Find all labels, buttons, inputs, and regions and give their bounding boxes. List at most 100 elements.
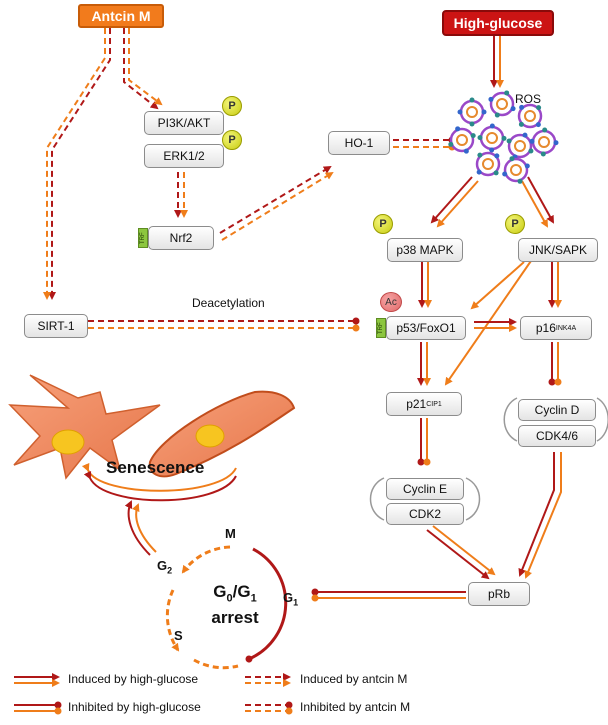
ros-atom [504,90,510,96]
ros-atom [540,151,546,157]
ros-atom [518,121,524,127]
senescent-cells [8,374,296,480]
ros-molecule-core [486,132,498,144]
legend-inhibited-glucose: Inhibited by high-glucose [68,700,201,714]
ros-molecule [449,127,475,153]
cyclin-d-node: Cyclin D [518,399,596,421]
ros-atom [494,112,500,118]
ros-molecule-core [466,106,478,118]
ros-atom [502,171,508,177]
senescence-label: Senescence [106,458,205,477]
ros-atom [535,122,541,128]
ros-atom [469,97,475,103]
ros-atom [522,132,528,138]
phospho-badge-jnk: P [505,214,525,234]
ros-atom [463,148,469,154]
cyclin-brackets [369,397,608,521]
ros-molecule [489,91,515,117]
ros-atom [529,138,535,144]
p21-superscript: CIP1 [426,400,442,408]
trf-tag-p53: TRF [376,318,386,338]
ros-atom [519,104,525,110]
ros-molecule [479,125,505,151]
ros-molecule [475,151,501,177]
ros-atom [455,126,461,132]
ros-molecule [531,129,557,155]
ros-molecule [459,99,485,125]
ros-atom [509,156,515,162]
glucose-arrows [124,36,562,602]
ho1-node: HO-1 [328,131,390,155]
nrf2-node: Nrf2 [148,226,214,250]
antcin-m-box: Antcin M [78,4,164,28]
cdk2-node: CDK2 [386,503,464,525]
ros-atom [542,127,548,133]
ros-atom [457,109,463,115]
erk12-node: ERK1/2 [144,144,224,168]
ros-atom [476,169,482,175]
p16-main-text: p16 [535,321,556,335]
g1-sub: 1 [293,597,299,608]
ros-atom [536,105,542,111]
cycle-g: G [213,582,227,601]
ros-atom [517,178,523,184]
cell-nucleus-left [51,429,85,455]
g1-main: G [283,590,294,605]
ros-molecule [507,133,533,159]
cell-nucleus-right [195,424,225,448]
phospho-badge-pi3k: P [222,96,242,116]
pi3k-akt-node: PI3K/AKT [144,111,224,135]
p16-superscript: INK4A [555,324,577,332]
ros-molecule-core [524,110,536,122]
ros-molecule-core [538,136,550,148]
ros-atom [528,148,534,154]
deacetylation-label: Deacetylation [192,296,265,310]
ros-atom [506,138,512,144]
ros-atom [493,170,499,176]
sirt1-node: SIRT-1 [24,314,88,338]
cycle-center-label: G0/G1 arrest [190,582,280,628]
ros-cluster [448,90,559,184]
ros-atom [448,141,454,147]
ros-molecule-core [496,98,508,110]
ros-molecule-core [510,164,522,176]
cell-cycle [165,545,288,670]
senescent-cell-left [8,374,161,480]
ros-atom [489,123,495,129]
ros-atom [481,109,487,115]
g2-main: G [157,558,168,573]
phase-s-label: S [174,628,183,643]
cdk46-node: CDK4/6 [518,425,596,447]
ros-atom [501,135,507,141]
phase-g2-label: G2 [157,558,172,576]
ros-atom [489,147,495,153]
ros-molecule-core [514,140,526,152]
trf-tag-nrf2: TRF [138,228,148,248]
ros-atom [470,133,476,139]
senescence-arc [81,462,237,502]
phase-g1-label: G1 [283,590,298,608]
phospho-badge-erk: P [222,130,242,150]
prb-node: pRb [468,582,530,606]
ros-molecule [517,103,543,129]
ros-atom [510,106,516,112]
ros-molecule-core [482,158,494,170]
ros-label: ROS [515,92,542,106]
high-glucose-box: High-glucose [442,10,554,36]
legend-induced-glucose: Induced by high-glucose [68,672,199,686]
phase-m-label: M [225,526,236,541]
p38-mapk-node: p38 MAPK [387,238,463,262]
ros-atom [553,140,559,146]
ros-molecule-core [456,134,468,146]
ros-atom [477,152,483,158]
ros-atom [488,96,494,102]
legend-inhibited-antcin: Inhibited by antcin M [300,700,411,714]
legend-induced-antcin: Induced by antcin M [300,672,408,686]
cyclin-e-node: Cyclin E [386,478,464,500]
p21-main-text: p21 [406,397,427,411]
cycle-slash-g: /G [232,582,251,601]
p53-foxo1-node: p53/FoxO1 [386,316,466,340]
